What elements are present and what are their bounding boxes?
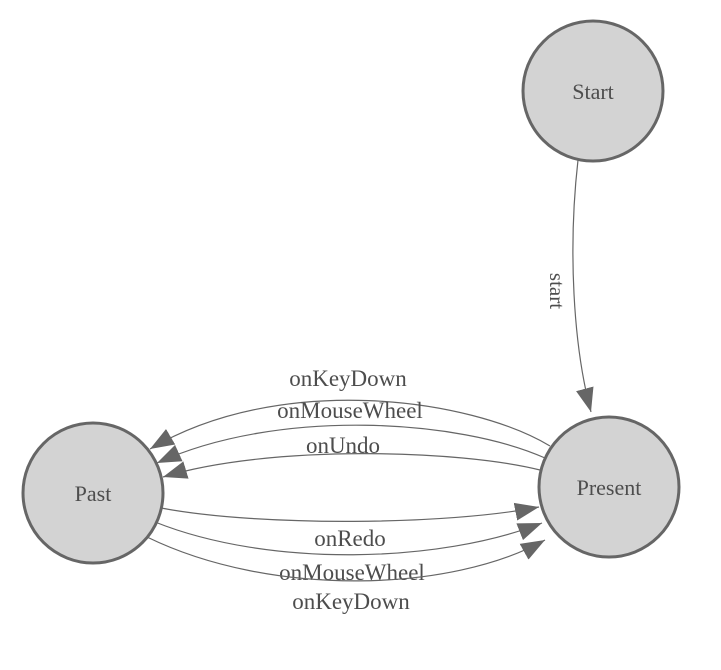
edge-onredo-to-present-path [160,502,540,522]
edge-onundo-to-past-path [162,453,541,479]
edge-start-label: start [545,273,569,309]
node-start-circle[interactable] [521,19,665,163]
edge-onkeydown-to-present: onKeyDown [146,536,546,614]
edge-onkeydown-to-past: onKeyDown [149,366,551,450]
node-present[interactable]: Present [537,415,681,559]
node-past-label: Past [75,481,112,506]
node-past-circle[interactable] [21,421,165,565]
edge-onmousewheel-to-past: onMouseWheel [156,398,546,464]
edge-onkeydown-to-past-label: onKeyDown [289,366,407,391]
edge-onkeydown-to-present-path [146,536,546,582]
edge-onundo-to-past: onUndo [162,433,541,479]
edge-start: start [545,159,594,413]
edge-onundo-to-past-label: onUndo [306,433,380,458]
node-present-label: Present [577,475,642,500]
node-start-label: Start [572,79,614,104]
node-past[interactable]: Past [21,421,165,565]
edge-onredo-to-present: onRedo [160,502,540,551]
edge-onmousewheel-to-past-label: onMouseWheel [277,398,423,423]
edge-onredo-to-present-label: onRedo [314,526,386,551]
edge-onmousewheel-to-present-path [154,521,543,556]
node-start[interactable]: Start [521,19,665,163]
edge-start-path [572,159,594,413]
node-present-circle[interactable] [537,415,681,559]
edge-onkeydown-to-present-label: onKeyDown [292,589,410,614]
edge-onmousewheel-to-past-path [156,424,546,464]
edge-onkeydown-to-past-path [149,399,551,450]
